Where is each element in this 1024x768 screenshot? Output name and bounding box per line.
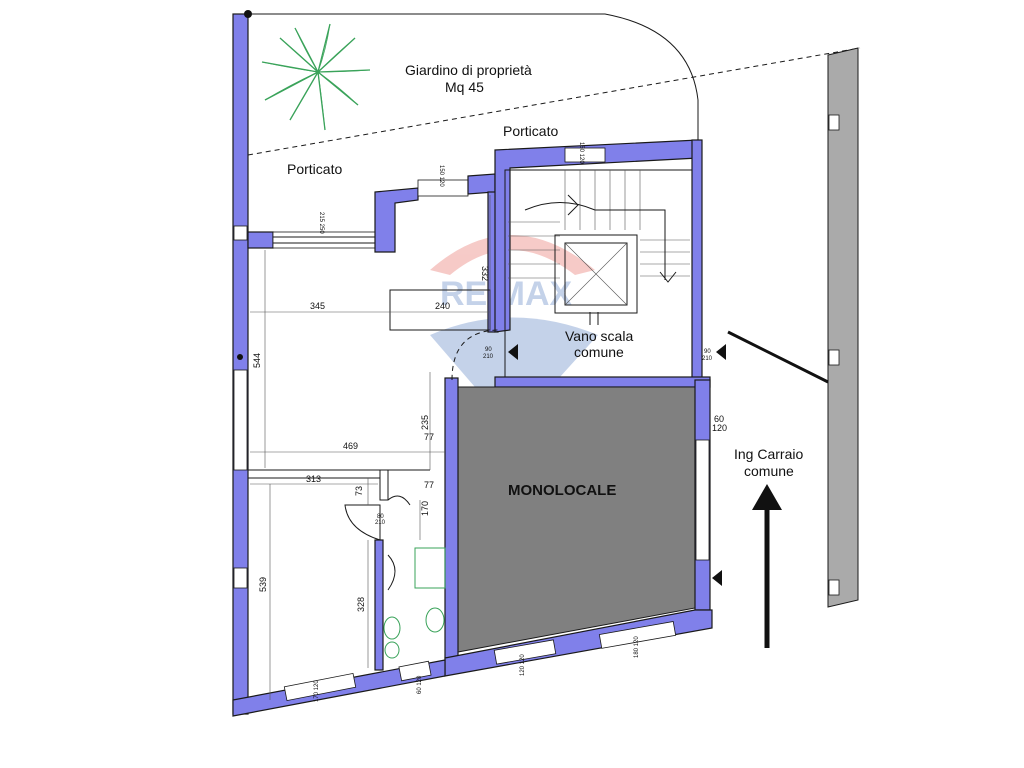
stair-label: Vano scala xyxy=(565,328,633,344)
dim-313: 313 xyxy=(306,474,321,484)
dimension-lines xyxy=(250,195,491,700)
dim-469: 469 xyxy=(343,441,358,451)
dim-332: 332 xyxy=(480,266,490,281)
door-210-bath-label: 210 xyxy=(375,520,386,526)
win-unit-right-label: 180 120 xyxy=(634,636,640,658)
garden-area xyxy=(247,13,861,156)
dim-240: 240 xyxy=(435,301,450,311)
dim-77b: 77 xyxy=(424,480,434,490)
win-60-label: 60 xyxy=(714,414,724,424)
wall-right-stair xyxy=(691,139,703,381)
win-balcony-label: 215 250 xyxy=(318,212,324,234)
portico-right-label: Porticato xyxy=(503,123,558,139)
driveway-label-common: comune xyxy=(744,463,794,479)
wall-stair-bottom xyxy=(494,376,711,388)
win-unit-mid-label: 120 120 xyxy=(520,654,526,676)
elevator-cross-icon xyxy=(554,234,638,325)
door-90-label: 90 xyxy=(485,347,492,353)
door-90-stair-label: 90 xyxy=(704,349,711,355)
bathroom-fixtures xyxy=(383,547,446,659)
win-bottom-mid-label: 60 120 xyxy=(417,675,423,694)
win-stair-label: 150 120 xyxy=(578,142,584,164)
dim-539: 539 xyxy=(258,577,268,592)
garden-area-label: Mq 45 xyxy=(445,79,484,95)
dim-170: 170 xyxy=(420,501,430,516)
dim-328: 328 xyxy=(356,597,366,612)
dim-73: 73 xyxy=(354,486,364,496)
win-top-label: 150 120 xyxy=(438,165,444,187)
dim-77a: 77 xyxy=(424,432,434,442)
garden-label: Giardino di proprietà xyxy=(405,62,532,78)
stair-enclosure xyxy=(494,139,699,381)
portico-left-label: Porticato xyxy=(287,161,342,177)
dim-235: 235 xyxy=(420,415,430,430)
door-210-label: 210 xyxy=(483,354,494,360)
wall-left xyxy=(232,13,249,715)
wall-niche xyxy=(374,187,419,253)
entry-arrow-icon xyxy=(712,570,722,586)
unit-label: MONOLOCALE xyxy=(508,482,616,499)
entry-arrow-icon xyxy=(716,344,726,360)
driveway-wall xyxy=(727,47,859,608)
win-120-label: 120 xyxy=(712,423,727,433)
driveway-label: Ing Carraio xyxy=(734,446,803,462)
dim-544: 544 xyxy=(252,353,262,368)
palm-plant-icon xyxy=(261,23,371,131)
door-80-label: 80 xyxy=(377,514,384,520)
entry-arrow-icon xyxy=(508,344,518,360)
stair-label-common: comune xyxy=(574,344,624,360)
monolocale-unit: MONOLOCALE xyxy=(444,377,713,677)
dim-345: 345 xyxy=(310,301,325,311)
wall-balcony xyxy=(247,231,274,249)
interior-walls xyxy=(248,289,501,671)
driveway-arrow-icon xyxy=(752,484,782,648)
door-210-stair-label: 210 xyxy=(702,356,713,362)
win-bottom-left-label: 170 120 xyxy=(314,680,320,702)
